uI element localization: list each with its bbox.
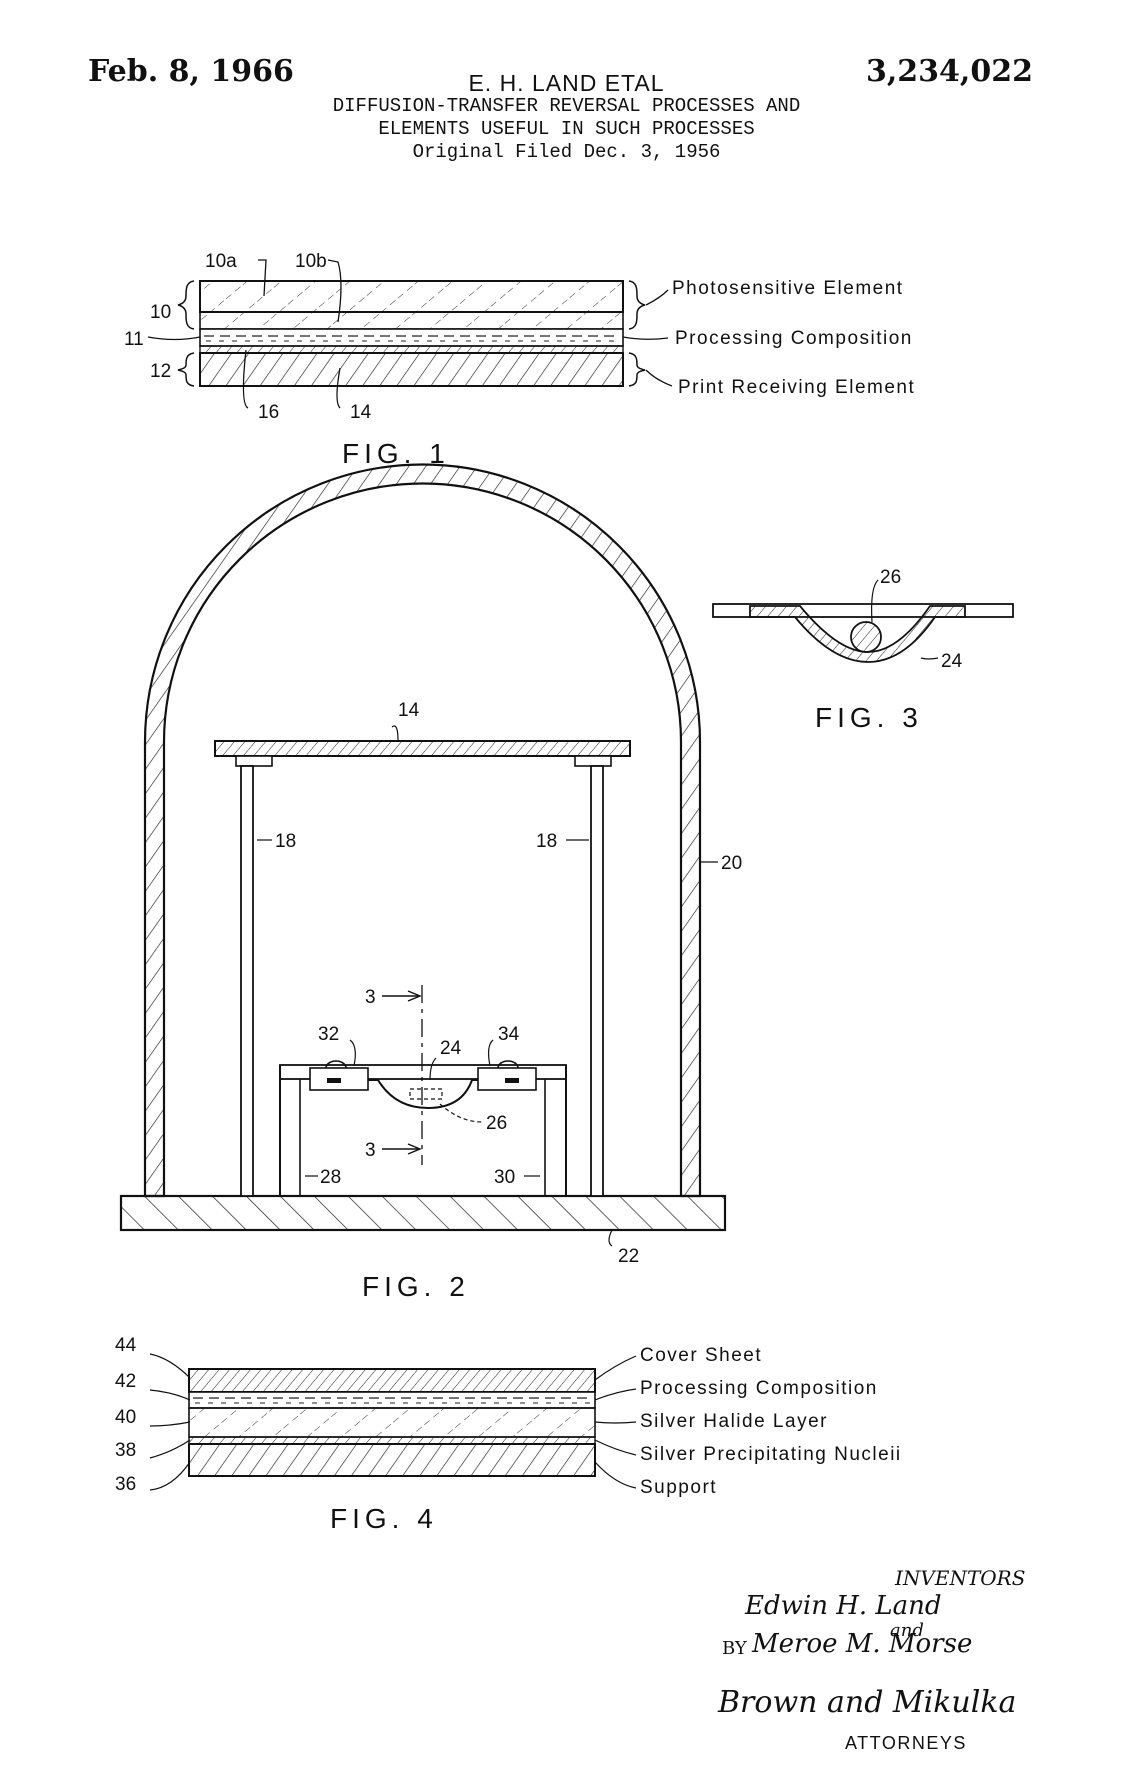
fig2-dome-20: [143, 463, 702, 1198]
fig1-layer-14: [199, 352, 624, 387]
fig1-ref-10a: 10a: [205, 251, 237, 272]
fig3-rod-26: [850, 621, 882, 653]
fig2-ref-30: 30: [494, 1167, 515, 1188]
fig2-ref-24: 24: [440, 1038, 462, 1059]
fig3-ref-24: 24: [941, 651, 963, 672]
fig1-layer-10a: [199, 280, 624, 313]
fig3-trough-24: [749, 605, 966, 663]
fig2-screw-32: [325, 1060, 347, 1069]
fig2-ref-20: 20: [721, 853, 742, 874]
fig2-ref-22: 22: [618, 1246, 639, 1267]
fig4-label-silver-halide: Silver Halide Layer: [640, 1411, 828, 1432]
fig4-layer-40: [188, 1407, 596, 1438]
fig3-caption: FIG. 3: [815, 702, 923, 733]
fig1-diagram: Photosensitive Element Processing Compos…: [124, 251, 915, 469]
signature-block: INVENTORS Edwin H. Land and BY Meroe M. …: [717, 1566, 1025, 1753]
fig2-post-18-right: [590, 765, 604, 1197]
fig1-ref-14: 14: [350, 402, 372, 423]
attorneys-label: ATTORNEYS: [845, 1733, 967, 1753]
inventor1-signature: Edwin H. Land: [744, 1591, 942, 1621]
fig4-diagram: 44 42 40 38 36 Cover Sheet Processing Co…: [115, 1335, 902, 1534]
fig2-rod-26: [409, 1088, 443, 1100]
fig4-ref-36: 36: [115, 1474, 136, 1495]
fig2-caption: FIG. 2: [362, 1271, 470, 1302]
fig2-ref-14: 14: [398, 700, 420, 721]
inventor-name: E. H. LAND ETAL: [468, 70, 665, 96]
fig2-ref-26: 26: [486, 1113, 507, 1134]
fig4-label-cover: Cover Sheet: [640, 1345, 762, 1366]
fig1-layer-11: [199, 328, 624, 347]
fig1-layer-16: [199, 345, 624, 354]
fig4-label-processing: Processing Composition: [640, 1378, 878, 1399]
fig1-brace-12: [177, 352, 195, 387]
signature-and: and: [890, 1620, 924, 1641]
fig4-layer-42: [188, 1391, 596, 1409]
fig1-brace-right-12: [628, 352, 646, 387]
fig2-ref-18-right: 18: [536, 831, 557, 852]
fig4-caption: FIG. 4: [330, 1503, 438, 1534]
fig1-ref-16: 16: [258, 402, 279, 423]
fig4-label-nuclei: Silver Precipitating Nucleii: [640, 1444, 902, 1465]
signature-by: BY: [722, 1638, 748, 1659]
fig3-diagram: 26 24 FIG. 3: [712, 567, 1014, 733]
patent-number: 3,234,022: [865, 54, 1033, 89]
fig4-ref-40: 40: [115, 1407, 136, 1428]
fig1-label-receiving: Print Receiving Element: [678, 377, 915, 398]
filed-line: Original Filed Dec. 3, 1956: [412, 141, 721, 163]
fig4-layer-44: [188, 1368, 596, 1393]
inventor2-signature: Meroe M. Morse: [751, 1629, 972, 1659]
fig4-layer-38: [188, 1436, 596, 1445]
title-line-1: DIFFUSION-TRANSFER REVERSAL PROCESSES AN…: [332, 95, 801, 117]
fig4-layer-36: [188, 1443, 596, 1477]
fig1-brace-right-10: [628, 280, 646, 330]
fig2-plate-14: [214, 740, 631, 757]
fig2-ref-3-top: 3: [365, 987, 376, 1008]
fig1-layer-10b: [199, 311, 624, 330]
fig2-sheet-24: [368, 1079, 478, 1110]
fig4-ref-44: 44: [115, 1335, 137, 1356]
fig2-ref-28: 28: [320, 1167, 341, 1188]
fig4-label-support: Support: [640, 1477, 717, 1498]
fig1-ref-10b: 10b: [295, 251, 327, 272]
fig4-ref-38: 38: [115, 1440, 136, 1461]
fig1-brace-10: [177, 280, 195, 330]
inventors-label: INVENTORS: [894, 1566, 1025, 1590]
fig2-foot-left: [235, 755, 273, 767]
fig2-screw-34: [497, 1060, 519, 1069]
fig4-ref-42: 42: [115, 1371, 136, 1392]
fig1-ref-11: 11: [124, 329, 144, 350]
fig2-base-22: [119, 1194, 727, 1232]
fig2-ref-18-left: 18: [275, 831, 296, 852]
fig1-ref-12: 12: [150, 361, 171, 382]
patent-date: Feb. 8, 1966: [88, 54, 294, 89]
title-line-2: ELEMENTS USEFUL IN SUCH PROCESSES: [378, 118, 755, 140]
fig3-ref-26: 26: [880, 567, 901, 588]
fig1-label-processing: Processing Composition: [675, 328, 913, 349]
fig2-ref-34: 34: [498, 1024, 520, 1045]
fig2-foot-right: [574, 755, 612, 767]
fig2-post-18-left: [240, 765, 254, 1197]
fig2-diagram: 14 18 18 20 22 3 3 32 34 24 26 28 30 FIG…: [119, 463, 742, 1302]
fig1-ref-10: 10: [150, 302, 171, 323]
fig2-ref-32: 32: [318, 1024, 339, 1045]
attorney-signature: Brown and Mikulka: [717, 1685, 1016, 1720]
fig2-ref-3-bottom: 3: [365, 1140, 376, 1161]
fig1-label-photosensitive: Photosensitive Element: [672, 278, 904, 299]
